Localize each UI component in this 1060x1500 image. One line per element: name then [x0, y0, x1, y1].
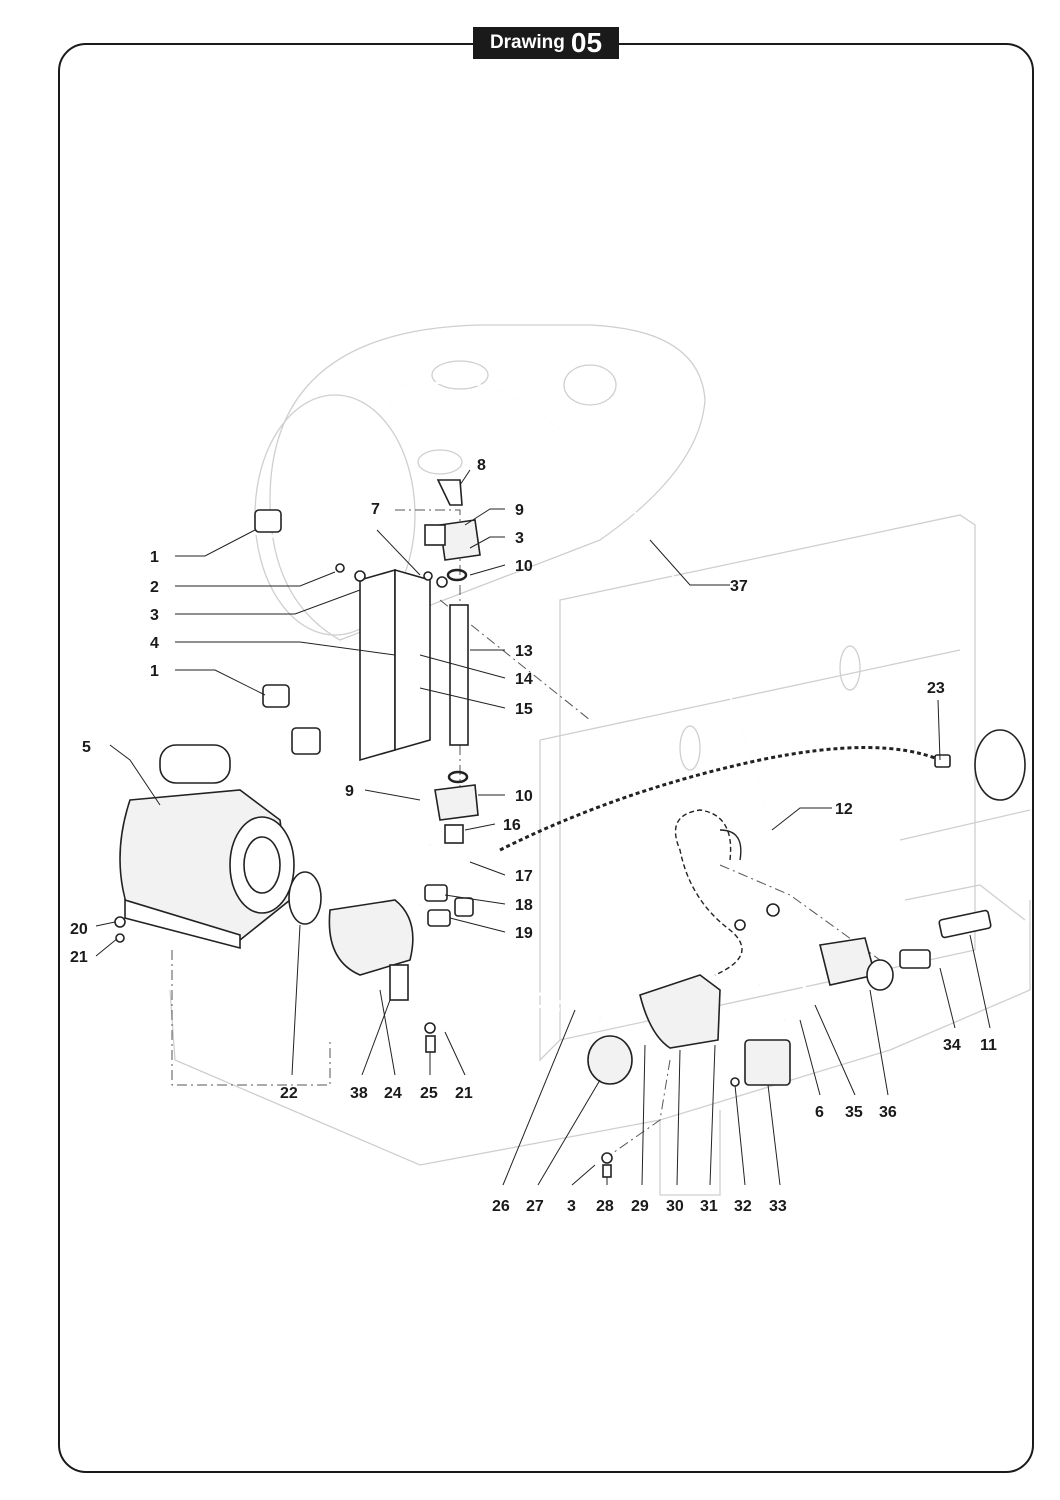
callout-19: 19 [515, 925, 533, 942]
callout-1: 1 [150, 663, 159, 680]
callout-3: 3 [567, 1198, 576, 1215]
callout-9: 9 [515, 502, 524, 519]
callout-17: 17 [515, 868, 533, 885]
callout-11: 11 [980, 1037, 997, 1054]
callout-29: 29 [631, 1198, 649, 1215]
callout-9: 9 [345, 783, 354, 800]
callout-13: 13 [515, 643, 533, 660]
callout-25: 25 [420, 1085, 438, 1102]
callout-36: 36 [879, 1104, 897, 1121]
drawing-title-tab: Drawing 05 [473, 27, 619, 59]
callout-6: 6 [815, 1104, 824, 1121]
callout-34: 34 [943, 1037, 961, 1054]
callout-21: 21 [70, 949, 88, 966]
callout-35: 35 [845, 1104, 863, 1121]
callout-7: 7 [371, 501, 380, 518]
callout-10: 10 [515, 788, 533, 805]
callout-28: 28 [596, 1198, 614, 1215]
callout-labels: 1 2 3 4 1 5 7 8 9 3 10 13 14 15 9 10 16 … [70, 457, 997, 1215]
hoses [247, 382, 941, 1022]
callout-1: 1 [150, 549, 159, 566]
callout-24: 24 [384, 1085, 402, 1102]
callout-38: 38 [350, 1085, 368, 1102]
callout-15: 15 [515, 701, 533, 718]
callout-4: 4 [150, 635, 159, 652]
callout-30: 30 [666, 1198, 684, 1215]
callout-22: 22 [280, 1085, 298, 1102]
callout-18: 18 [515, 897, 533, 914]
callout-16: 16 [503, 817, 521, 834]
callout-14: 14 [515, 671, 533, 688]
callout-31: 31 [700, 1198, 718, 1215]
callout-37: 37 [730, 578, 748, 595]
callout-3: 3 [150, 607, 159, 624]
callout-10: 10 [515, 558, 533, 575]
alignment-lines [171, 509, 881, 1156]
callout-23: 23 [927, 680, 945, 697]
callout-21: 21 [455, 1085, 473, 1102]
callout-8: 8 [477, 457, 486, 474]
callout-3: 3 [515, 530, 524, 547]
callout-27: 27 [526, 1198, 544, 1215]
callout-32: 32 [734, 1198, 752, 1215]
parts [119, 479, 1026, 1086]
callout-33: 33 [769, 1198, 787, 1215]
callout-20: 20 [70, 921, 88, 938]
callout-5: 5 [82, 739, 91, 756]
drawing-title-word: Drawing [489, 32, 565, 53]
leader-lines [95, 469, 991, 1186]
hardware [114, 563, 780, 1178]
callout-2: 2 [150, 579, 159, 596]
drawing-number: 05 [570, 27, 603, 58]
callout-12: 12 [835, 801, 853, 818]
callout-26: 26 [492, 1198, 510, 1215]
